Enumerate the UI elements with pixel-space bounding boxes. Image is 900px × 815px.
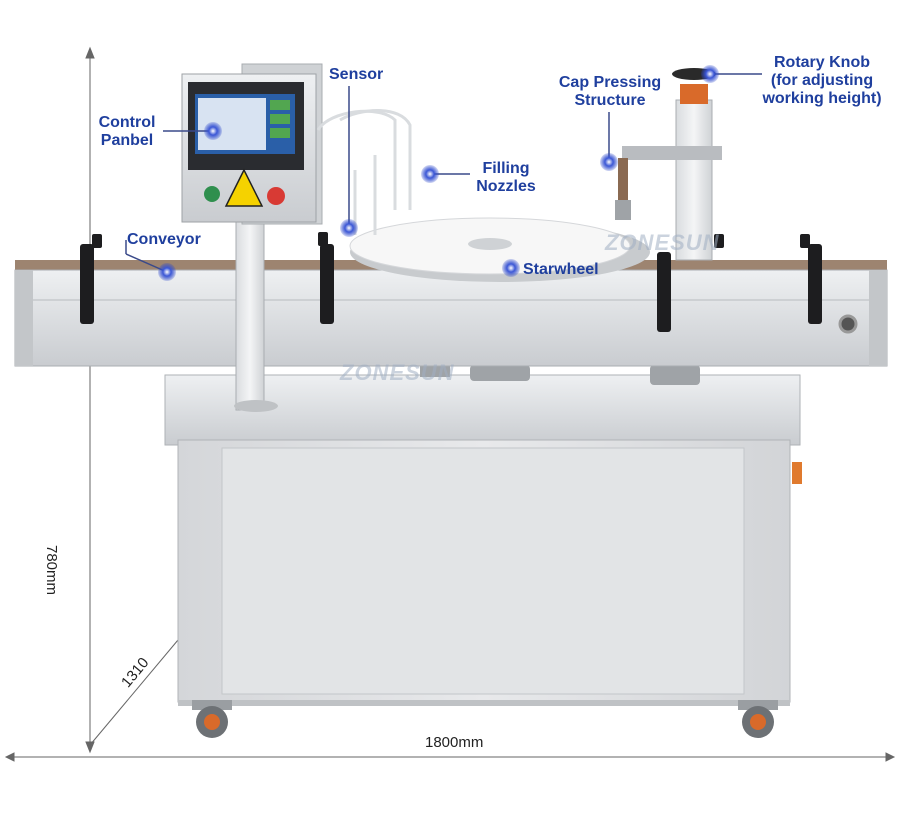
- cap-pressing-tower: [615, 68, 722, 261]
- marker-dots: [158, 65, 719, 281]
- under-table-parts: [420, 365, 700, 385]
- label-filling-nozzles-line2: Nozzles: [476, 178, 536, 195]
- dimension-lines: [4, 46, 896, 762]
- control-column: [234, 209, 278, 412]
- base-cabinet: [164, 374, 802, 706]
- label-sensor: Sensor: [329, 66, 384, 83]
- label-cap-pressing: Cap Pressing Structure: [550, 74, 670, 110]
- filling-tubes: [316, 109, 412, 235]
- label-rotary-knob-line2: (for adjusting: [770, 72, 874, 89]
- label-control-panel-line1: Control: [98, 114, 156, 131]
- guide-brackets: [80, 232, 822, 332]
- label-filling-nozzles: Filling Nozzles: [470, 160, 542, 196]
- label-starwheel: Starwheel: [523, 261, 599, 278]
- label-conveyor: Conveyor: [127, 231, 201, 248]
- starwheel-disk: [349, 217, 650, 282]
- label-cap-pressing-line1: Cap Pressing: [558, 74, 662, 91]
- label-control-panel: Control Panbel: [92, 114, 162, 150]
- label-filling-nozzles-line1: Filling: [482, 160, 530, 177]
- label-rotary-knob-line3: working height): [762, 90, 882, 107]
- label-cap-pressing-line2: Structure: [574, 92, 646, 109]
- dimension-width: 1800mm: [425, 734, 484, 751]
- label-rotary-knob: Rotary Knob (for adjusting working heigh…: [750, 54, 894, 108]
- watermark-middle: ZONESUN: [340, 360, 455, 385]
- control-panel-box: [181, 63, 323, 225]
- label-control-panel-line2: Panbel: [100, 132, 154, 149]
- dimension-height: 780mm: [43, 545, 60, 596]
- watermark-top: ZONESUN: [605, 230, 720, 255]
- casters: [192, 700, 778, 738]
- label-rotary-knob-line1: Rotary Knob: [774, 54, 870, 71]
